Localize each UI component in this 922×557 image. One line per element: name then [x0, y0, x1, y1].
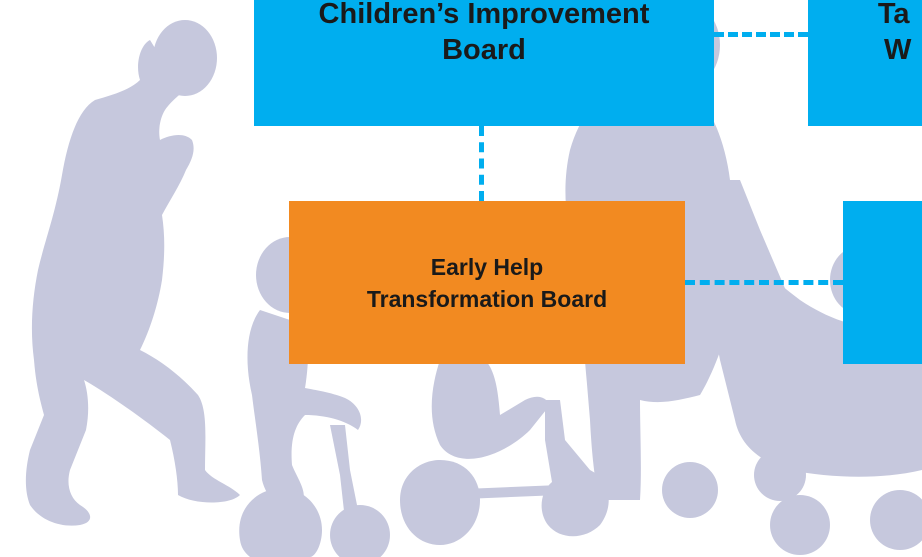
top-right-board-line1: Ta: [877, 0, 910, 30]
top-right-board-box: Ta W: [808, 0, 922, 126]
childrens-improvement-board-box: Children’s Improvement Board: [254, 0, 714, 126]
connector-top-horizontal: [714, 32, 808, 37]
connector-vertical: [479, 126, 484, 201]
early-help-board-line1: Early Help: [430, 253, 544, 280]
childrens-improvement-board-line1: Children’s Improvement: [318, 0, 650, 30]
woman-silhouette: [25, 20, 240, 526]
middle-right-board-box: [843, 201, 922, 364]
child-on-bike-middle-silhouette: [400, 360, 609, 545]
stroller-silhouette: [662, 200, 922, 555]
early-help-transformation-board-box: Early Help Transformation Board: [289, 201, 685, 364]
top-right-board-line2: W: [884, 34, 912, 66]
childrens-improvement-board-line2: Board: [442, 34, 526, 66]
connector-middle-horizontal: [685, 280, 843, 285]
early-help-board-line2: Transformation Board: [366, 285, 608, 312]
